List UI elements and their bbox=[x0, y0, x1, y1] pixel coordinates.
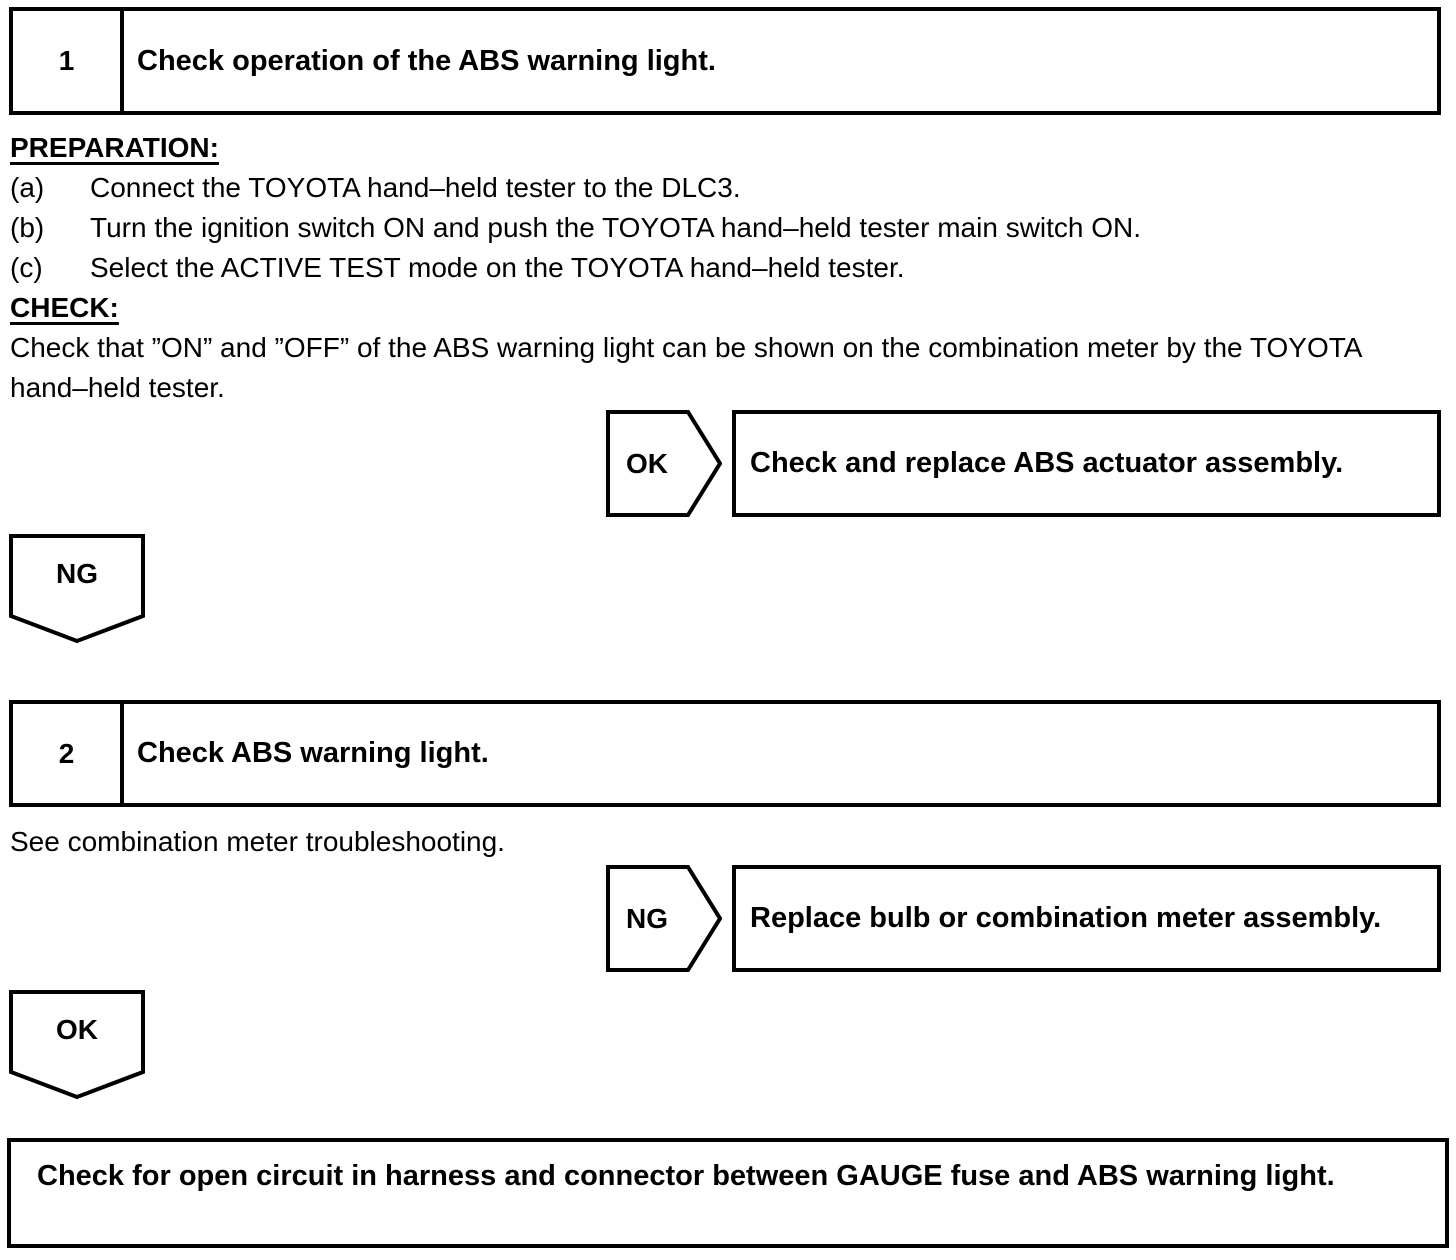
step-2-header-box: 2 Check ABS warning light. bbox=[9, 700, 1441, 807]
step-2-title: Check ABS warning light. bbox=[137, 737, 489, 769]
step-1-body: PREPARATION: (a) Connect the TOYOTA hand… bbox=[10, 128, 1394, 408]
preparation-item-b-label: (b) bbox=[10, 212, 45, 243]
step-2-ok-label: OK bbox=[56, 1014, 98, 1045]
step-2-ng-action-box: Replace bulb or combination meter assemb… bbox=[732, 865, 1441, 972]
step-2-ok-connector: OK bbox=[9, 990, 145, 1100]
check-heading: CHECK: bbox=[10, 292, 119, 323]
step-1-header-box: 1 Check operation of the ABS warning lig… bbox=[9, 7, 1441, 115]
preparation-item-b-text: Turn the ignition switch ON and push the… bbox=[90, 212, 1142, 243]
preparation-heading: PREPARATION: bbox=[10, 132, 219, 163]
step-1-number: 1 bbox=[13, 11, 124, 111]
down-arrow-pentagon-icon bbox=[9, 990, 145, 1100]
right-arrow-pentagon-icon bbox=[606, 865, 722, 972]
step-1-ng-connector: NG bbox=[9, 534, 145, 644]
step-1-ok-label: OK bbox=[626, 447, 668, 479]
step-2-note: See combination meter troubleshooting. bbox=[10, 826, 505, 857]
step-2-ng-arrow: NG bbox=[606, 865, 722, 972]
down-arrow-pentagon-icon bbox=[9, 534, 145, 644]
step-1-title: Check operation of the ABS warning light… bbox=[137, 44, 716, 77]
step-2-number: 2 bbox=[13, 704, 124, 803]
check-text: Check that ”ON” and ”OFF” of the ABS war… bbox=[10, 332, 1361, 403]
preparation-item-b: (b) Turn the ignition switch ON and push… bbox=[10, 208, 1394, 248]
right-arrow-pentagon-icon bbox=[606, 410, 722, 517]
step-1-ok-action-box: Check and replace ABS actuator assembly. bbox=[732, 410, 1441, 517]
preparation-item-a-text: Connect the TOYOTA hand–held tester to t… bbox=[90, 172, 741, 203]
final-action-box: Check for open circuit in harness and co… bbox=[7, 1138, 1449, 1248]
step-1-ng-label: NG bbox=[56, 558, 98, 589]
preparation-item-a: (a) Connect the TOYOTA hand–held tester … bbox=[10, 168, 1394, 208]
step-1-ok-arrow: OK bbox=[606, 410, 722, 517]
preparation-item-c: (c) Select the ACTIVE TEST mode on the T… bbox=[10, 248, 1394, 288]
preparation-item-a-label: (a) bbox=[10, 172, 45, 203]
step-2-ng-label: NG bbox=[626, 902, 668, 934]
preparation-item-c-label: (c) bbox=[10, 252, 43, 283]
preparation-item-c-text: Select the ACTIVE TEST mode on the TOYOT… bbox=[90, 252, 905, 283]
